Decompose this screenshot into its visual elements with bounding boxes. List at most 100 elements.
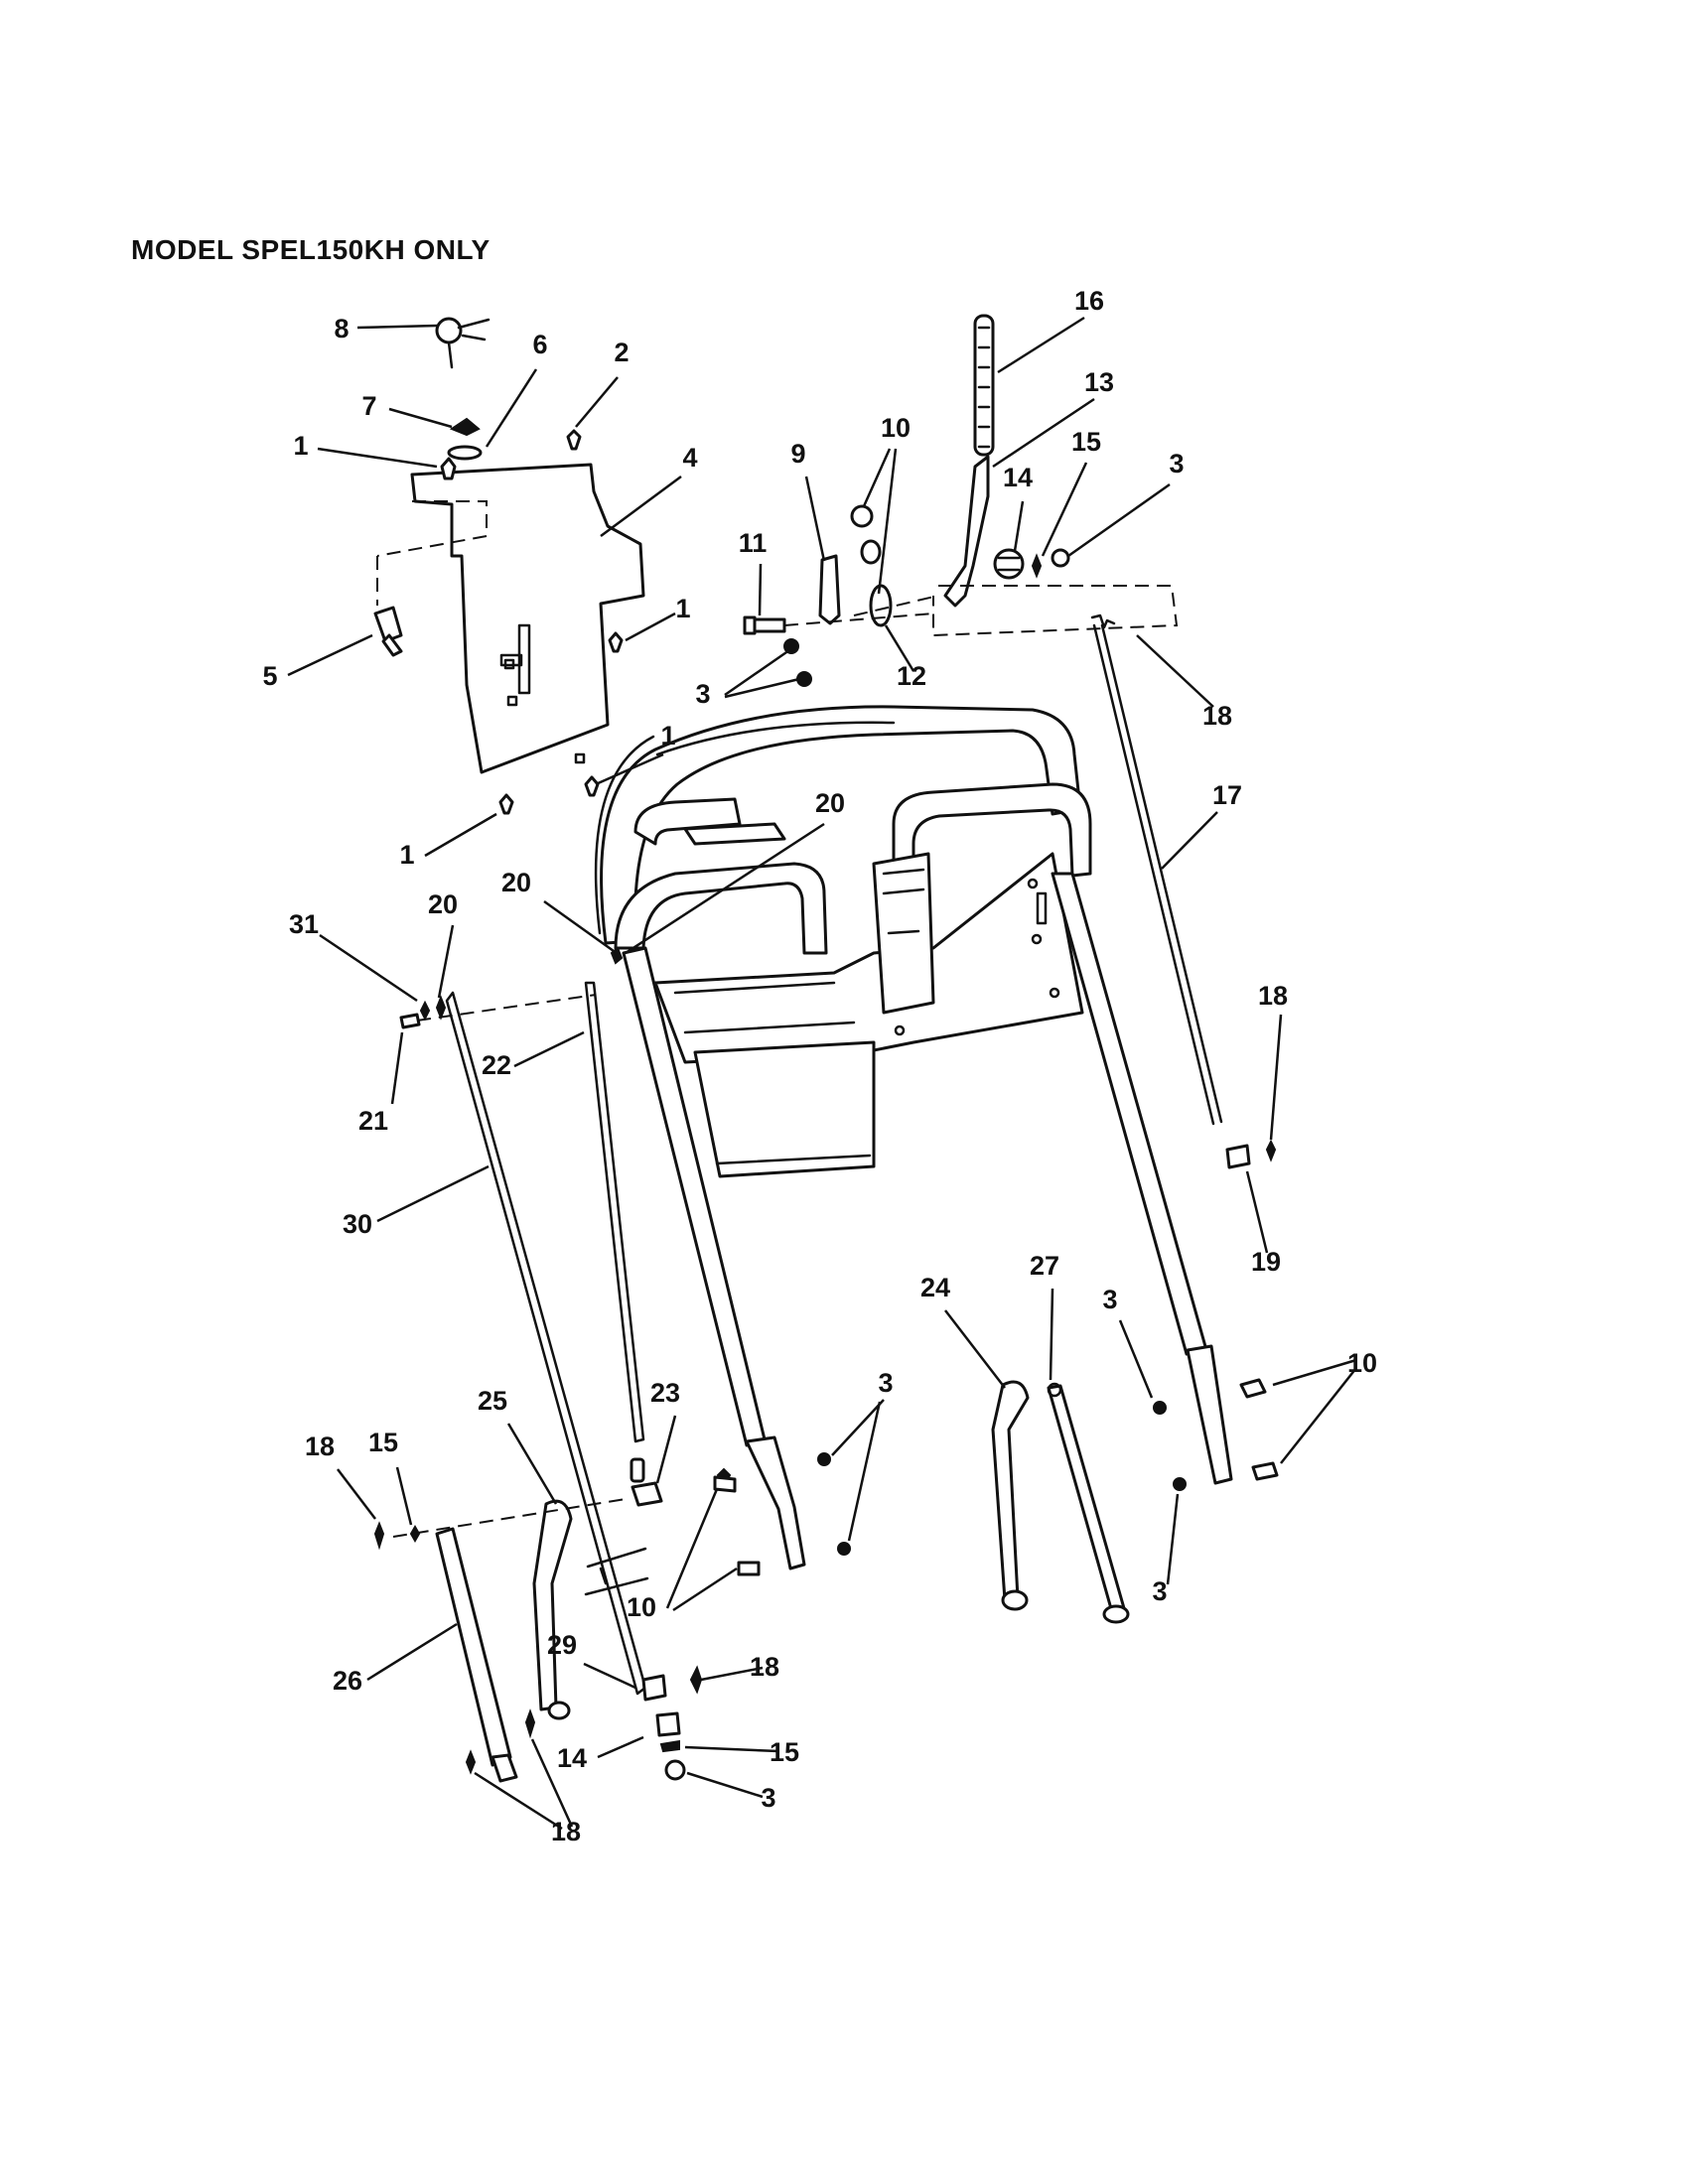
control-rods bbox=[445, 614, 1223, 1696]
callout-leader-line bbox=[862, 448, 892, 507]
callout-label-3: 3 bbox=[1152, 1576, 1167, 1606]
callout-leader-line bbox=[424, 812, 497, 858]
callout-label-20: 20 bbox=[428, 889, 458, 919]
callout-leader-line bbox=[804, 476, 826, 562]
callout-leader-line bbox=[944, 1309, 1006, 1389]
callout-label-1: 1 bbox=[675, 594, 690, 623]
handle-frame bbox=[594, 705, 1233, 1570]
callout-leader-line bbox=[317, 447, 438, 469]
callout-leader-line bbox=[700, 1666, 764, 1682]
callout-leader-line bbox=[388, 407, 453, 429]
callout-leader-line bbox=[530, 1738, 574, 1828]
control-panel-part bbox=[376, 463, 645, 774]
callout-label-3: 3 bbox=[695, 679, 710, 709]
callout-label-4: 4 bbox=[682, 443, 697, 473]
callout-leader-line bbox=[356, 324, 438, 330]
callout-leader-line bbox=[655, 1415, 677, 1484]
callout-leader-line bbox=[366, 1622, 458, 1682]
panel-hardware bbox=[373, 317, 624, 815]
callout-label-18: 18 bbox=[1258, 981, 1288, 1011]
callout-label-8: 8 bbox=[334, 314, 349, 343]
callout-label-17: 17 bbox=[1212, 780, 1242, 810]
callout-label-21: 21 bbox=[358, 1106, 388, 1136]
callout-label-27: 27 bbox=[1030, 1251, 1059, 1281]
callout-leader-line bbox=[1136, 634, 1214, 708]
callout-leader-line bbox=[595, 752, 664, 786]
callout-label-19: 19 bbox=[1251, 1247, 1281, 1277]
callout-label-1: 1 bbox=[660, 721, 675, 751]
callout-leader-line bbox=[513, 1030, 585, 1068]
callout-label-29: 29 bbox=[547, 1630, 577, 1660]
callout-leader-line bbox=[625, 822, 825, 955]
callout-leader-line bbox=[877, 448, 898, 595]
callout-label-30: 30 bbox=[343, 1209, 372, 1239]
callout-leader-line bbox=[395, 1466, 413, 1526]
lever-assembly-upper bbox=[743, 314, 1179, 687]
callout-leader-line bbox=[1067, 482, 1171, 558]
callout-label-15: 15 bbox=[368, 1428, 398, 1457]
callout-leader-line bbox=[758, 563, 763, 616]
callout-label-14: 14 bbox=[557, 1743, 587, 1773]
callout-leader-line bbox=[376, 1164, 490, 1223]
callout-label-14: 14 bbox=[1003, 463, 1033, 492]
callout-leader-line bbox=[665, 1488, 719, 1609]
page-title: MODEL SPEL150KH ONLY bbox=[131, 234, 491, 265]
callout-label-13: 13 bbox=[1084, 367, 1114, 397]
callout-leader-line bbox=[1049, 1288, 1054, 1381]
callout-leader-line bbox=[575, 376, 619, 428]
callout-label-18: 18 bbox=[1202, 701, 1232, 731]
callout-leader-line bbox=[997, 316, 1085, 374]
callout-label-3: 3 bbox=[1169, 449, 1184, 478]
callout-label-6: 6 bbox=[532, 330, 547, 359]
callout-leader-line bbox=[287, 633, 373, 677]
callout-label-1: 1 bbox=[293, 431, 308, 461]
callout-label-3: 3 bbox=[1102, 1285, 1117, 1314]
callout-leader-line bbox=[543, 899, 615, 953]
callout-label-9: 9 bbox=[790, 439, 805, 469]
callout-label-23: 23 bbox=[650, 1378, 680, 1408]
callout-leader-line bbox=[390, 1031, 404, 1105]
callout-label-20: 20 bbox=[815, 788, 845, 818]
callout-label-25: 25 bbox=[478, 1386, 507, 1416]
callout-label-18: 18 bbox=[551, 1817, 581, 1846]
callout-leader-line bbox=[337, 1468, 376, 1520]
callout-label-15: 15 bbox=[770, 1737, 799, 1767]
lever-assembly-lower bbox=[373, 946, 851, 1783]
callout-leader-line bbox=[724, 648, 790, 697]
callout-label-31: 31 bbox=[289, 909, 319, 939]
callout-leader-line bbox=[1013, 500, 1025, 552]
callout-label-15: 15 bbox=[1071, 427, 1101, 457]
callout-leader-line bbox=[672, 1567, 738, 1612]
callout-leader-line bbox=[992, 397, 1095, 469]
callout-label-20: 20 bbox=[501, 868, 531, 897]
callout-leader-line bbox=[597, 1735, 644, 1759]
callout-label-12: 12 bbox=[897, 661, 926, 691]
callout-leader-line bbox=[1245, 1170, 1269, 1254]
callout-label-10: 10 bbox=[1347, 1348, 1377, 1378]
callout-leader-line bbox=[1161, 811, 1218, 870]
callout-leader-line bbox=[1272, 1358, 1357, 1387]
callout-leader-line bbox=[319, 933, 418, 1003]
callout-leader-line bbox=[884, 624, 915, 672]
callout-label-22: 22 bbox=[482, 1050, 511, 1080]
callout-label-16: 16 bbox=[1074, 286, 1104, 316]
callout-label-11: 11 bbox=[739, 528, 768, 558]
callout-label-18: 18 bbox=[750, 1652, 779, 1682]
callout-leader-line bbox=[724, 677, 800, 699]
callout-leader-line bbox=[437, 924, 455, 999]
callout-leader-line bbox=[506, 1423, 558, 1505]
callout-label-10: 10 bbox=[881, 413, 911, 443]
callout-leader-line bbox=[1280, 1367, 1357, 1464]
callout-leader-line bbox=[1041, 462, 1088, 557]
callout-leader-line bbox=[485, 368, 538, 448]
callout-label-2: 2 bbox=[614, 338, 629, 367]
callout-leader-line bbox=[686, 1771, 764, 1799]
callout-label-18: 18 bbox=[305, 1432, 335, 1461]
callout-label-24: 24 bbox=[920, 1273, 950, 1302]
callout-leader-line bbox=[684, 1745, 779, 1753]
callout-label-26: 26 bbox=[333, 1666, 362, 1696]
callout-leader-line bbox=[1118, 1319, 1154, 1399]
